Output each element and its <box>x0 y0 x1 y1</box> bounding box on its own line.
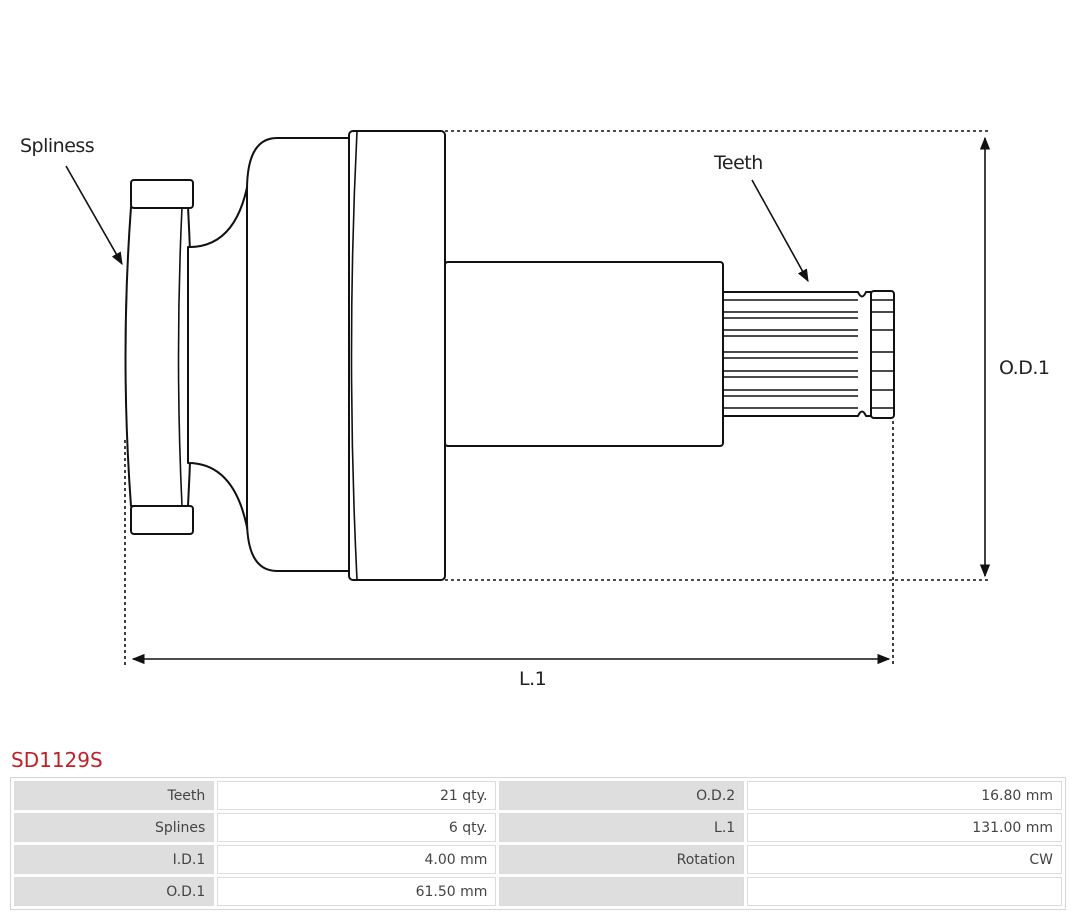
teeth-leader <box>751 179 809 283</box>
starter-drive-drawing: Spliness Teeth O.D.1 L.1 <box>20 130 1050 690</box>
table-row: Splines 6 qty. L.1 131.00 mm <box>14 813 1062 842</box>
spec-table: Teeth 21 qty. O.D.2 16.80 mm Splines 6 q… <box>10 777 1066 910</box>
spec-value: 61.50 mm <box>217 877 497 906</box>
spliness-label: Spliness <box>20 135 94 157</box>
spec-value <box>747 877 1062 906</box>
hub-neck <box>187 169 251 547</box>
clutch-housing <box>246 130 446 581</box>
table-row: Teeth 21 qty. O.D.2 16.80 mm <box>14 781 1062 810</box>
table-row: I.D.1 4.00 mm Rotation CW <box>14 845 1062 874</box>
spec-key <box>499 877 745 906</box>
spec-key: O.D.1 <box>14 877 215 906</box>
spec-value: 131.00 mm <box>747 813 1062 842</box>
pinion-gear <box>722 290 895 419</box>
spec-value: 6 qty. <box>217 813 497 842</box>
table-row: O.D.1 61.50 mm <box>14 877 1062 906</box>
spec-value: CW <box>747 845 1062 874</box>
spec-key: L.1 <box>499 813 745 842</box>
dimension-guides <box>124 130 990 665</box>
spec-value: 16.80 mm <box>747 781 1062 810</box>
spec-key: O.D.2 <box>499 781 745 810</box>
spec-key: Rotation <box>499 845 745 874</box>
spec-value: 21 qty. <box>217 781 497 810</box>
spec-key: I.D.1 <box>14 845 215 874</box>
shaft <box>444 261 724 447</box>
teeth-label: Teeth <box>713 152 763 174</box>
spline-flange <box>124 179 194 535</box>
od1-label: O.D.1 <box>999 357 1049 379</box>
l1-label: L.1 <box>519 668 546 690</box>
spliness-leader <box>65 165 123 266</box>
spec-key: Splines <box>14 813 215 842</box>
spec-key: Teeth <box>14 781 215 810</box>
spec-value: 4.00 mm <box>217 845 497 874</box>
part-number-title: SD1129S <box>11 748 103 772</box>
